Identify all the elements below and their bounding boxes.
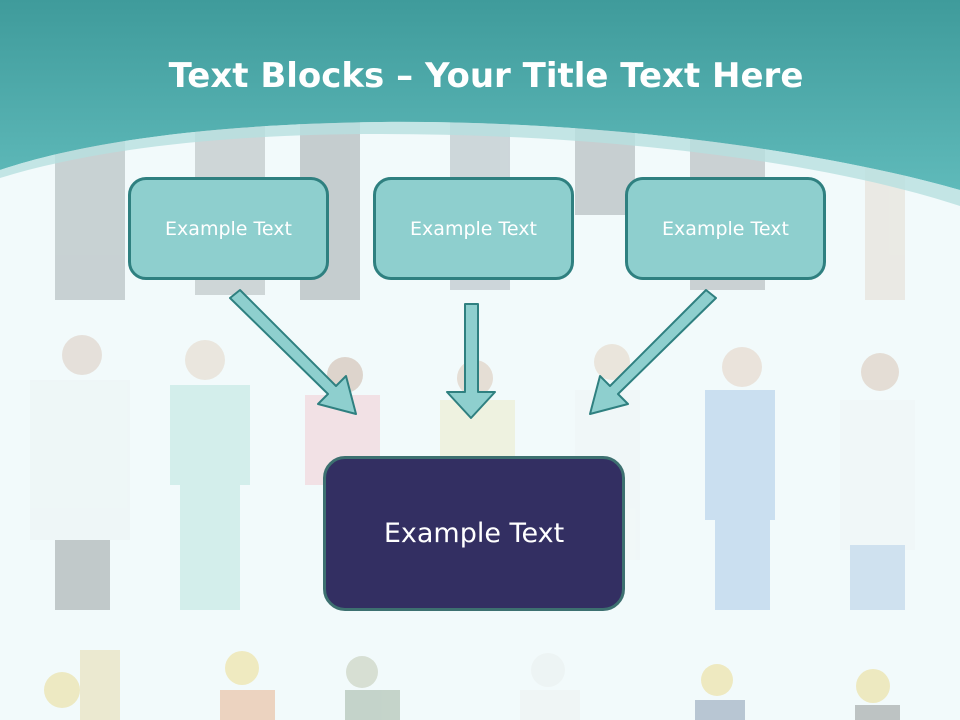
arrow-right-diagonal [589,289,717,415]
arrow-left-diagonal [229,289,357,415]
slide-title: Text Blocks – Your Title Text Here [0,54,960,98]
text-block-center[interactable]: Example Text [373,177,574,280]
title-rest: Your Title Text Here [424,56,804,96]
title-bold-part: Text Blocks [168,56,385,96]
text-block-center-label: Example Text [410,217,537,240]
target-text-block[interactable]: Example Text [323,456,625,611]
title-dash: – [384,56,425,96]
target-text-block-label: Example Text [383,518,565,549]
text-block-right-label: Example Text [662,217,789,240]
text-block-right[interactable]: Example Text [625,177,826,280]
arrow-center-down [446,303,496,419]
text-block-left[interactable]: Example Text [128,177,329,280]
text-block-left-label: Example Text [165,217,292,240]
